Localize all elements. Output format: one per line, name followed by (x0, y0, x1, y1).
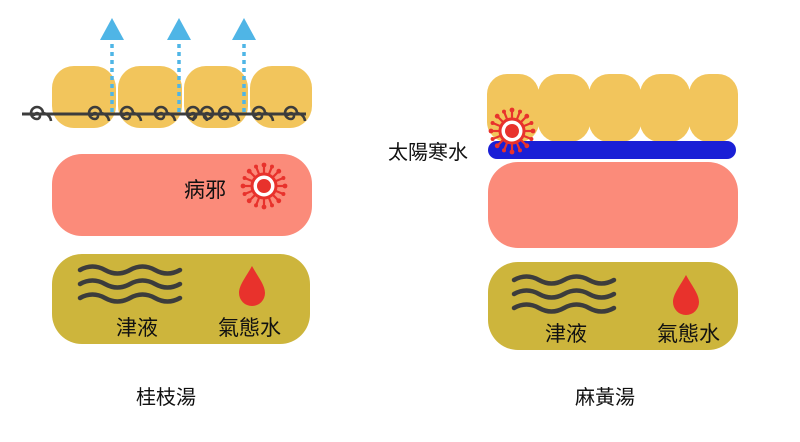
left-panel: 病邪 津液 氣態水 桂枝湯 (22, 18, 312, 409)
fluid-label: 津液 (545, 322, 587, 346)
qi-water-label: 氣態水 (218, 316, 281, 340)
muscle-layer-left (52, 154, 312, 236)
skin-cell (689, 74, 738, 142)
qi-water-label: 氣態水 (657, 322, 720, 346)
skin-cell (589, 74, 641, 142)
skin-cell (538, 74, 590, 142)
right-panel: 太陽寒水 津液 氣態水 麻黃湯 (388, 74, 738, 409)
skin-cells-right (487, 74, 738, 142)
pathogen-label: 病邪 (184, 178, 226, 202)
up-arrow-icon (232, 18, 256, 112)
muscle-layer-right (488, 162, 738, 248)
up-arrow-icon (167, 18, 191, 112)
virus-icon (239, 161, 289, 211)
skin-cell (52, 66, 116, 128)
up-arrow-icon (100, 18, 124, 112)
skin-cell (640, 74, 690, 142)
spiral-pattern-icon (22, 105, 307, 123)
caption-guizhi: 桂枝湯 (136, 385, 196, 409)
caption-mahuang: 麻黃湯 (575, 385, 635, 409)
virus-icon (487, 106, 537, 156)
cold-water-band (488, 141, 736, 159)
fluid-label: 津液 (116, 316, 158, 340)
cold-water-label: 太陽寒水 (388, 140, 468, 164)
